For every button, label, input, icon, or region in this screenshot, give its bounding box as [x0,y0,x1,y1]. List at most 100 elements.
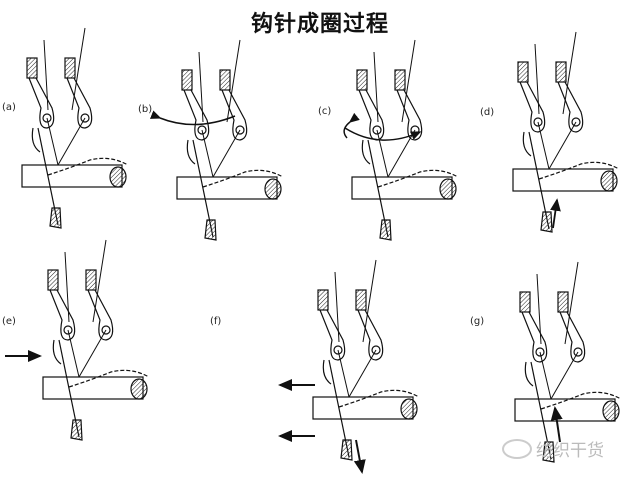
guide-eye [372,125,382,135]
panel-label-a: (a) [2,102,16,113]
guide-block [219,69,231,91]
motion-arrow-g [550,406,563,443]
needle-butt [379,219,392,241]
motion-arrow-f3 [353,439,366,474]
guide-eye [533,117,543,127]
needle-hook [361,139,371,165]
sinker-end [130,378,148,400]
panel-label-d: (d) [480,107,495,118]
guide-bar [183,89,210,141]
needle-bed [312,396,414,420]
yarn [71,27,86,111]
yarn [536,273,542,345]
guide-bar [521,311,548,363]
guide-eye [80,113,90,123]
needle-bed [351,176,453,200]
guide-eye [101,325,111,335]
yarn [401,39,416,123]
needle-butt [70,419,83,441]
guide-block [555,61,567,83]
motion-arrow-b [149,110,236,126]
yarn [43,39,49,111]
needle-hook [31,127,41,153]
yarn [534,43,540,115]
yarn [46,117,59,166]
yarn [376,129,389,178]
yarn [212,129,241,178]
panel-label-b: (b) [138,104,153,115]
needle-hook [522,131,532,157]
guide-eye [573,347,583,357]
guide-block [355,289,367,311]
guide-block [85,269,97,291]
needle-butt [540,211,553,233]
yarn [337,349,350,398]
guide-block [64,57,76,79]
yarn [537,121,550,170]
diagram-title: 钩针成圈过程 [250,11,389,37]
panel-label-f: (f) [210,316,222,327]
sinker-end [439,178,457,200]
guide-block [557,291,569,313]
fabric-loops [338,389,420,408]
guide-bar [221,89,248,141]
needle-butt [340,439,353,461]
needle-butt [542,441,555,463]
yarn [226,39,241,123]
panel-label-e: (e) [2,316,16,327]
yarn [348,349,377,398]
needle-bed [42,376,144,400]
yarn [387,129,416,178]
yarn [57,117,86,166]
guide-bar [28,77,55,129]
guide-block [26,57,38,79]
sinker-end [264,178,282,200]
yarn [92,239,107,323]
needle-hook [186,139,196,165]
guide-eye [42,113,52,123]
motion-arrow-c [344,127,422,141]
yarn [548,121,577,170]
watermark: 纺织干货 [502,436,604,461]
sinker-end [600,170,618,192]
guide-bar [319,309,346,361]
guide-block [394,69,406,91]
yarn [550,351,579,400]
sinker-end [109,166,127,188]
guide-bar [396,89,423,141]
guide-bar [87,289,114,341]
needle-hook [322,359,332,385]
needle-bed [21,164,123,188]
guide-bar [49,289,76,341]
needle-butt [49,207,62,229]
guide-bar [519,81,546,133]
fabric-loops [538,161,620,180]
fabric-loops [377,169,459,188]
guide-block [317,289,329,311]
yarn [334,271,340,343]
yarn [198,51,204,123]
yarn [362,259,377,343]
yarn [201,129,214,178]
guide-eye [535,347,545,357]
fabric-loops [47,157,129,176]
yarn [564,261,579,345]
guide-bar [557,81,584,133]
yarn [67,329,80,378]
guide-eye [197,125,207,135]
needle-bed [512,168,614,192]
guide-bar [66,77,93,129]
motion-arrow-d [550,198,561,229]
yarn [539,351,552,400]
wechat-icon [502,438,532,459]
guide-eye [63,325,73,335]
yarn [562,31,577,115]
guide-block [517,61,529,83]
yarn [64,251,70,323]
sinker-end [400,398,418,420]
guide-bar [357,309,384,361]
guide-block [519,291,531,313]
panel-label-g: (g) [470,316,485,327]
panel-label-c: (c) [318,106,332,117]
